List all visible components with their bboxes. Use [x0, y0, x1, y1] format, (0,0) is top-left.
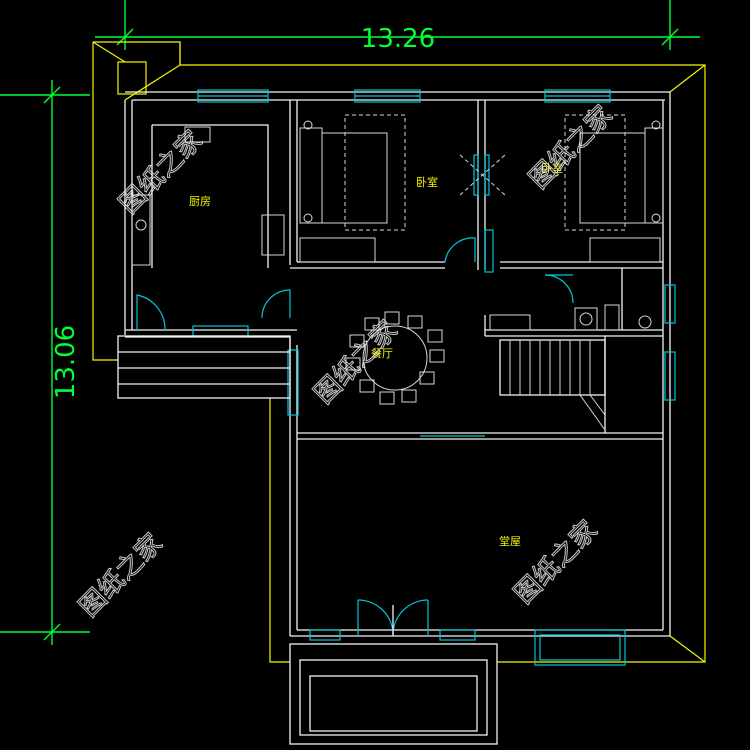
room-label-dining: 餐厅: [371, 346, 393, 360]
dimension-height-text: 13.06: [51, 325, 81, 399]
dimension-height: 13.06: [0, 80, 90, 645]
right-bedroom-furniture: [564, 114, 664, 263]
watermark: 图纸之家: [74, 528, 169, 623]
bedroom-ceiling-lights: [459, 154, 506, 196]
staircase: [499, 339, 606, 431]
kitchen-fixtures: [131, 126, 285, 266]
watermark: 图纸之家: [309, 315, 404, 410]
bathroom-fixtures: [489, 304, 652, 331]
room-label-bedroom-right: 卧室: [541, 161, 563, 175]
steps: [117, 335, 498, 745]
windows: [192, 89, 676, 666]
dimension-width: 13.26: [95, 0, 700, 54]
room-label-kitchen: 厨房: [189, 195, 211, 208]
left-bedroom-furniture: [299, 114, 406, 263]
dimension-width-text: 13.26: [361, 24, 435, 54]
room-label-bedroom-left: 卧室: [416, 175, 438, 189]
watermark: 图纸之家: [524, 100, 619, 195]
walls: [124, 91, 671, 637]
room-label-hall: 堂屋: [499, 535, 521, 548]
roof-outline: [92, 41, 706, 663]
watermark: 图纸之家: [509, 515, 604, 610]
doors: [136, 154, 574, 637]
dining-table: [345, 311, 445, 405]
